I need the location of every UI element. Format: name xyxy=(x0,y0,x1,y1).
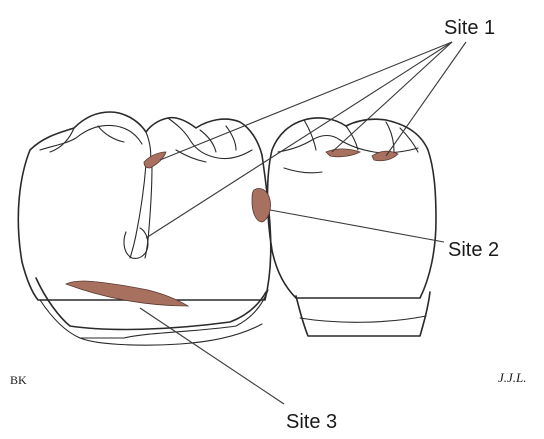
site1-leader-molar-pit xyxy=(160,42,452,160)
artist-signature-right: J.J.L. xyxy=(498,370,527,385)
site2-lesion xyxy=(252,188,271,222)
site2-leader xyxy=(270,210,444,242)
premolar-tooth xyxy=(252,118,436,336)
site1-leader-molar-groove xyxy=(146,42,452,238)
leader-lines xyxy=(140,42,466,404)
molar-tooth xyxy=(18,112,270,345)
site3-label: Site 3 xyxy=(286,411,337,433)
site3-lesion xyxy=(66,281,188,306)
site3-leader xyxy=(140,308,284,404)
site1-premolar-lesion-a xyxy=(326,149,360,157)
site2-label: Site 2 xyxy=(448,239,499,261)
site1-label: Site 1 xyxy=(444,17,495,39)
artist-monogram-left: BK xyxy=(10,373,27,387)
site1-molar-lesion xyxy=(144,152,166,168)
